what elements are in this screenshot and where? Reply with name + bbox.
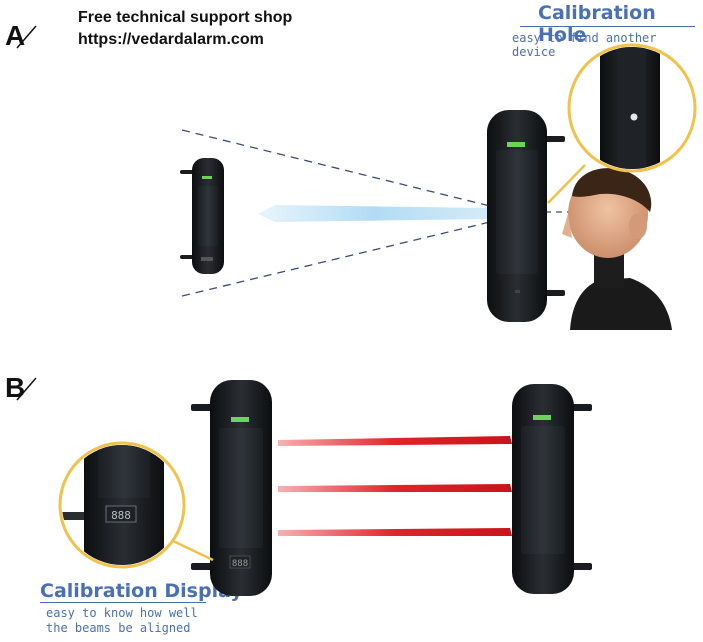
- section-a-slash: [16, 25, 37, 49]
- calibration-hole-title: Calibration Hole: [538, 2, 656, 46]
- calibration-display-subtitle-1: easy to know how well: [46, 606, 198, 620]
- near-device-a: [487, 110, 565, 322]
- calibration-display-callout: 888: [58, 441, 214, 569]
- far-device-a: [180, 158, 224, 274]
- shop-title: Free technical support shop: [78, 9, 293, 26]
- calibration-hole-subtitle: easy to find another device: [512, 31, 657, 59]
- calibration-display-subtitle-2: the beams be aligned: [46, 621, 191, 635]
- alignment-beams: [278, 436, 512, 536]
- calibration-display-rule: [40, 602, 206, 603]
- calibration-hole-callout: [547, 43, 697, 204]
- calibration-beam: [258, 205, 490, 222]
- right-device-b: [512, 384, 592, 594]
- shop-url[interactable]: https://vedardalarm.com: [78, 31, 264, 48]
- calibration-display-title: Calibration Display: [40, 580, 243, 602]
- calibration-hole-rule: [520, 26, 695, 27]
- section-b-slash: [16, 377, 37, 401]
- person: [562, 168, 672, 330]
- display-readout-small: 888: [232, 559, 248, 569]
- display-readout-zoom: 888: [111, 509, 131, 522]
- left-device-b: 888: [191, 380, 272, 596]
